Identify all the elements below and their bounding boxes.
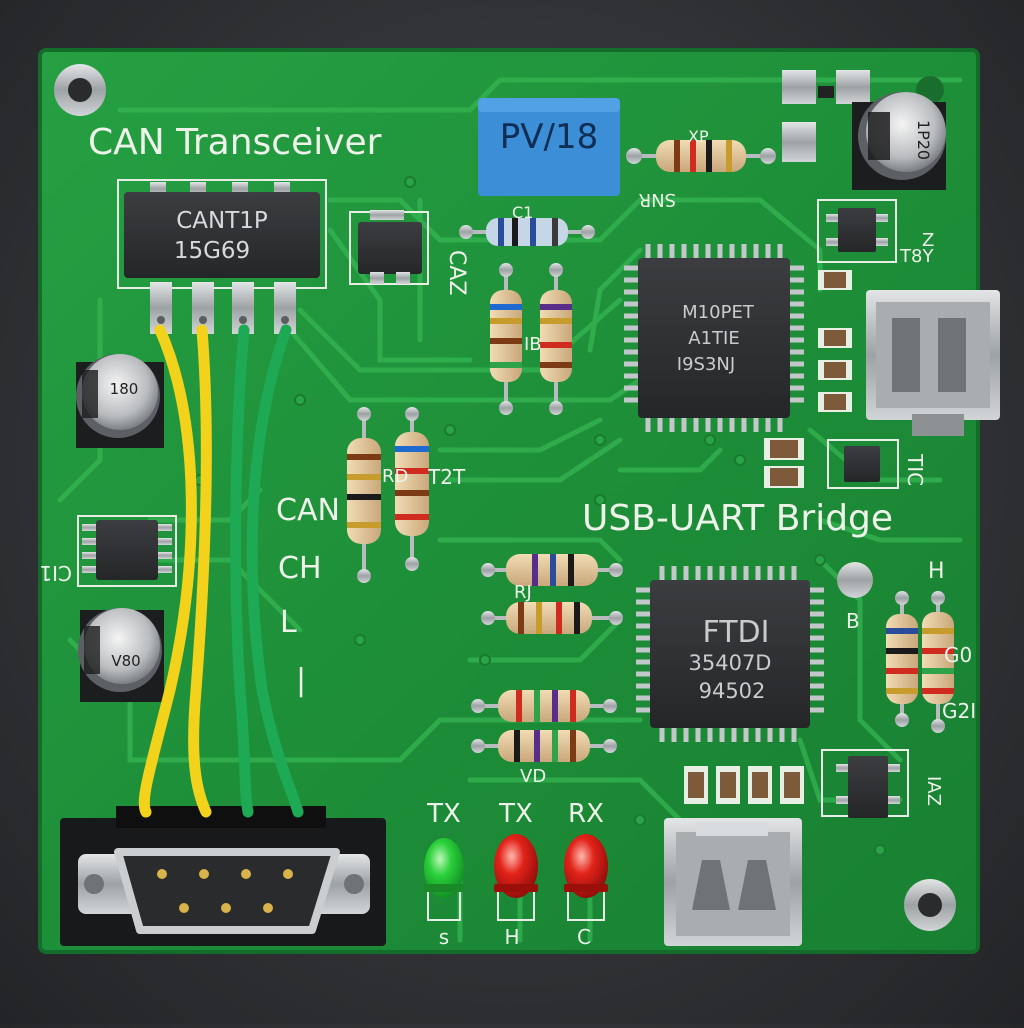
capacitor-left-upper: 180	[76, 354, 164, 448]
ftdi-marking-2: 35407D	[689, 651, 772, 675]
label-can-transceiver: CAN Transceiver	[88, 122, 382, 163]
label-snr: SNR	[639, 189, 676, 210]
label-z: Z	[922, 230, 934, 251]
resistor-pair-rd	[347, 407, 429, 583]
cap-top-right-marking: 1P20	[914, 120, 933, 160]
ftdi-marking-1: FTDI	[702, 615, 769, 650]
label-bar: |	[296, 663, 306, 698]
label-h-bottom: H	[504, 925, 519, 949]
usb-b-connector	[664, 818, 802, 946]
label-xp: XP	[688, 127, 709, 146]
usb-a-connector	[866, 290, 1000, 436]
resistor-top-right	[626, 140, 776, 172]
label-t8y: T8Y	[899, 246, 934, 267]
can-ic-marking-1: CANT1P	[176, 208, 268, 234]
mounting-holes	[54, 64, 956, 931]
ftdi-marking-3: 94502	[699, 679, 766, 703]
can-transceiver-ic: CANT1P 15G69	[117, 179, 327, 334]
label-ci1: CI1	[39, 561, 72, 585]
label-b: B	[846, 609, 860, 633]
label-usb-uart-bridge: USB-UART Bridge	[582, 498, 893, 539]
resistors-middle	[471, 554, 623, 762]
mcu-marking-3: I9S3NJ	[677, 354, 735, 375]
regulator-marking: PV/18	[500, 117, 598, 157]
label-ch: CH	[278, 551, 322, 586]
label-tic: TIC	[903, 453, 927, 486]
resistor-c1	[459, 218, 595, 246]
can-wires	[138, 324, 304, 818]
label-g2i: G2I	[942, 699, 976, 723]
led-label-3: RX	[568, 799, 604, 829]
label-h: H	[928, 559, 945, 584]
led-label-2: TX	[498, 799, 533, 829]
status-leds	[424, 834, 608, 921]
label-can: CAN	[276, 493, 340, 528]
label-t2t: T2T	[427, 465, 466, 489]
mcu-marking-1: M10PET	[682, 302, 755, 323]
cap-left-upper-marking: 180	[110, 380, 139, 398]
mcu-marking-2: A1TIE	[688, 328, 739, 349]
label-rd: RD	[382, 466, 408, 487]
label-rj: RJ	[514, 582, 532, 603]
cap-left-lower-marking: V80	[111, 652, 140, 670]
db9-connector	[60, 806, 386, 946]
silkscreen: CAN Transceiver USB-UART Bridge CAN CH L…	[39, 122, 976, 949]
can-ic-marking-2: 15G69	[174, 238, 250, 264]
label-c1: C1	[512, 203, 533, 222]
label-ib: IB	[524, 334, 542, 355]
resistor-pair-right	[886, 591, 954, 733]
label-vd: VD	[520, 766, 546, 787]
label-s: s	[439, 925, 449, 949]
label-l: L	[280, 605, 297, 640]
label-c: C	[577, 925, 591, 949]
led-label-1: TX	[426, 799, 461, 829]
blue-regulator: PV/18	[478, 98, 620, 196]
resistor-pair-ib	[490, 263, 572, 415]
smd-components	[684, 70, 909, 818]
ftdi-chip: FTDI 35407D 94502	[636, 566, 824, 742]
soic-chip-left	[77, 515, 177, 587]
small-sot-chip	[349, 210, 429, 285]
label-g0: G0	[944, 643, 972, 667]
label-caz: CAZ	[444, 250, 469, 295]
capacitor-left-lower: V80	[78, 608, 164, 702]
microcontroller-qfp: M10PET A1TIE I9S3NJ	[624, 244, 804, 432]
label-iaz: IAZ	[923, 776, 944, 806]
capacitor-top-right: 1P20	[852, 92, 946, 190]
